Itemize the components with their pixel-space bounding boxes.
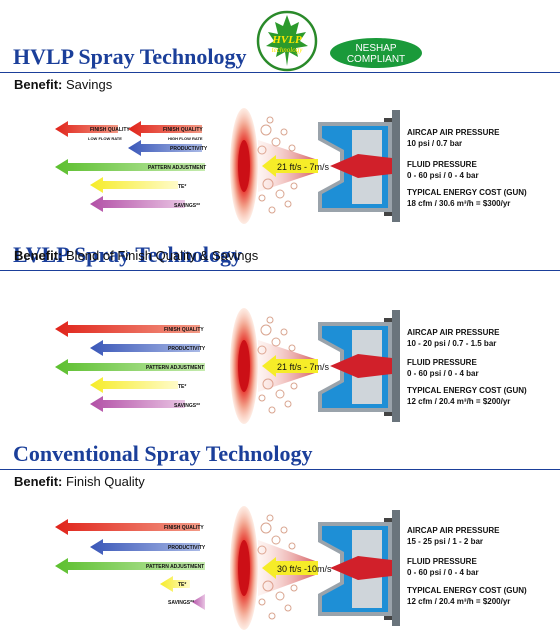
neshap-compliant-badge: NESHAP COMPLIANT: [330, 38, 422, 68]
arrow-label-productivity: PRODUCTIVITY: [168, 346, 206, 352]
spray-speed-label: 30 ft/s -10m/s: [277, 564, 332, 574]
section-title-hvlp: HVLP Spray Technology: [13, 44, 247, 69]
spray-gun-nozzle: [318, 110, 400, 222]
benefit-label: Benefit:: [14, 474, 63, 489]
aircap-air-pressure-label: AIRCAP AIR PRESSURE: [407, 328, 500, 337]
arrow-label-pattern: PATTERN ADJUSTMENT: [146, 365, 204, 371]
arrow-finish-quality-low: [55, 121, 118, 137]
benefit-value: Blend of Finish Quality & Savings: [66, 248, 259, 263]
section-title-lvlp: LVLP Spray Technology: [13, 242, 243, 267]
arrow-te: [90, 377, 178, 393]
arrow-label-low-flow: LOW FLOW RATE: [88, 136, 122, 141]
arrow-label-savings: SAVINGS**: [174, 403, 200, 409]
spray-diagram-conventional: FINISH QUALITY PRODUCTIVITY PATTERN ADJU…: [0, 498, 560, 630]
hvlp-technology-logo: HVLP technology: [256, 10, 318, 72]
arrow-label-productivity: PRODUCTIVITY: [170, 146, 208, 152]
benefit-value: Savings: [66, 77, 113, 92]
aircap-air-pressure-label: AIRCAP AIR PRESSURE: [407, 526, 500, 535]
arrow-productivity: [90, 340, 200, 356]
arrow-savings: [90, 196, 185, 212]
spray-diagram-lvlp: FINISH QUALITY PRODUCTIVITY PATTERN ADJU…: [0, 300, 560, 430]
fluid-pressure-label: FLUID PRESSURE: [407, 557, 477, 566]
speed-arrow: [262, 557, 318, 579]
speed-arrow: [262, 155, 318, 177]
fluid-pressure-label: FLUID PRESSURE: [407, 160, 477, 169]
arrow-label-finish-quality: FINISH QUALITY: [164, 525, 204, 531]
fluid-pressure-value: 0 - 60 psi / 0 - 4 bar: [407, 568, 479, 577]
arrow-label-finish-quality: FINISH QUALITY: [90, 127, 130, 133]
arrow-savings: [90, 396, 185, 412]
spray-speed-label: 21 ft/s - 7m/s: [277, 362, 330, 372]
speed-arrow: [262, 355, 318, 377]
benefit-line-lvlp: Benefit: Blend of Finish Quality & Savin…: [14, 248, 258, 264]
benefit-line-hvlp: Benefit: Savings: [14, 77, 112, 93]
arrow-productivity: [128, 140, 202, 156]
aircap-air-pressure-label: AIRCAP AIR PRESSURE: [407, 128, 500, 137]
arrow-te: [90, 177, 178, 193]
neshap-line2: COMPLIANT: [346, 54, 406, 65]
arrow-pattern-adjustment: [55, 359, 205, 375]
logo-text-hvlp: HVLP: [271, 34, 302, 46]
neshap-badge-text: NESHAP COMPLIANT: [330, 43, 422, 65]
energy-cost-value: 12 cfm / 20.4 m³/h = $200/yr: [407, 397, 511, 406]
arrow-label-savings: SAVINGS**: [174, 203, 200, 209]
arrow-finish-quality: [55, 519, 200, 535]
arrow-savings: [192, 594, 205, 610]
arrow-te: [160, 576, 190, 592]
spray-gun-nozzle: [318, 510, 400, 626]
benefit-value: Finish Quality: [66, 474, 145, 489]
benefit-label: Benefit:: [14, 248, 63, 263]
section-divider: [0, 270, 560, 271]
arrow-label-pattern: PATTERN ADJUSTMENT: [146, 564, 204, 570]
paint-splat-core: [238, 540, 250, 596]
fluid-pressure-value: 0 - 60 psi / 0 - 4 bar: [407, 369, 479, 378]
section-title-conventional: Conventional Spray Technology: [13, 441, 313, 466]
atomization-swirls: [257, 316, 298, 414]
paint-splat-core: [238, 140, 250, 192]
arrow-label-finish-quality-2: FINISH QUALITY: [163, 127, 203, 133]
aircap-air-pressure-value: 15 - 25 psi / 1 - 2 bar: [407, 537, 484, 546]
energy-cost-label: TYPICAL ENERGY COST (GUN): [407, 586, 527, 595]
spray-illustration: FINISH QUALITY PRODUCTIVITY PATTERN ADJU…: [55, 506, 400, 630]
arrow-finish-quality-high: [128, 121, 202, 137]
arrow-finish-quality: [55, 321, 200, 337]
arrow-label-high-flow: HIGH FLOW RATE: [168, 136, 203, 141]
benefit-line-conventional: Benefit: Finish Quality: [14, 474, 145, 490]
benefit-label: Benefit:: [14, 77, 63, 92]
paint-splat-core: [238, 340, 250, 392]
energy-cost-value: 12 cfm / 20.4 m³/h = $200/yr: [407, 597, 511, 606]
fluid-pressure-label: FLUID PRESSURE: [407, 358, 477, 367]
spray-illustration: FINISH QUALITY LOW FLOW RATE FINISH QUAL…: [55, 108, 400, 224]
arrow-pattern-adjustment: [55, 159, 205, 175]
aircap-air-pressure-value: 10 psi / 0.7 bar: [407, 139, 463, 148]
spray-illustration: FINISH QUALITY PRODUCTIVITY PATTERN ADJU…: [55, 308, 400, 424]
logo-text-technology: technology: [272, 46, 304, 54]
aircap-air-pressure-value: 10 - 20 psi / 0.7 - 1.5 bar: [407, 339, 497, 348]
arrow-label-te: TE*: [178, 384, 186, 390]
energy-cost-label: TYPICAL ENERGY COST (GUN): [407, 188, 527, 197]
spray-gun-nozzle: [318, 310, 400, 422]
arrow-label-te: TE*: [178, 582, 186, 588]
neshap-line1: NESHAP: [355, 43, 397, 54]
energy-cost-label: TYPICAL ENERGY COST (GUN): [407, 386, 527, 395]
section-divider: [0, 72, 560, 73]
arrow-label-finish-quality: FINISH QUALITY: [164, 327, 204, 333]
arrow-pattern-adjustment: [55, 558, 205, 574]
arrow-label-te: TE*: [178, 184, 186, 190]
arrow-productivity: [90, 539, 200, 555]
fluid-pressure-value: 0 - 60 psi / 0 - 4 bar: [407, 171, 479, 180]
arrow-label-savings: SAVINGS**: [168, 600, 194, 606]
spray-speed-label: 21 ft/s - 7m/s: [277, 162, 330, 172]
spray-diagram-hvlp: FINISH QUALITY LOW FLOW RATE FINISH QUAL…: [0, 100, 560, 230]
arrow-label-pattern: PATTERN ADJUSTMENT: [148, 165, 206, 171]
energy-cost-value: 18 cfm / 30.6 m³/h = $300/yr: [407, 199, 511, 208]
arrow-label-productivity: PRODUCTIVITY: [168, 545, 206, 551]
section-divider: [0, 469, 560, 470]
